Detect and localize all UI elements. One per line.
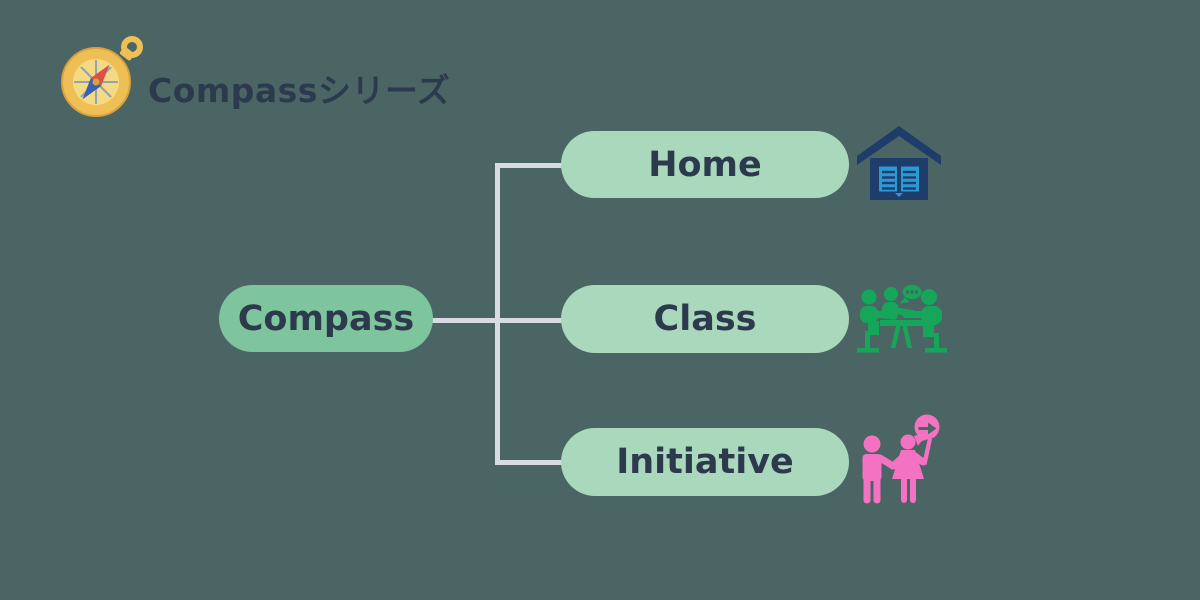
people-guide-sign-icon (862, 414, 940, 504)
compass-icon (61, 36, 143, 117)
node-class-label: Class (653, 299, 757, 339)
meeting-table-icon (857, 285, 947, 353)
node-home-label: Home (648, 144, 762, 185)
node-compass: Compass (219, 285, 433, 352)
connector-trunk (495, 163, 500, 465)
node-class: Class (561, 285, 849, 353)
node-initiative-label: Initiative (616, 442, 794, 482)
node-initiative: Initiative (561, 428, 849, 496)
connector-initiative-branch (498, 460, 563, 465)
connector-home-branch (498, 163, 563, 168)
page-title: Compassシリーズ (148, 71, 451, 110)
house-open-book-icon (857, 126, 941, 200)
node-home: Home (561, 131, 849, 198)
node-compass-label: Compass (237, 298, 415, 339)
